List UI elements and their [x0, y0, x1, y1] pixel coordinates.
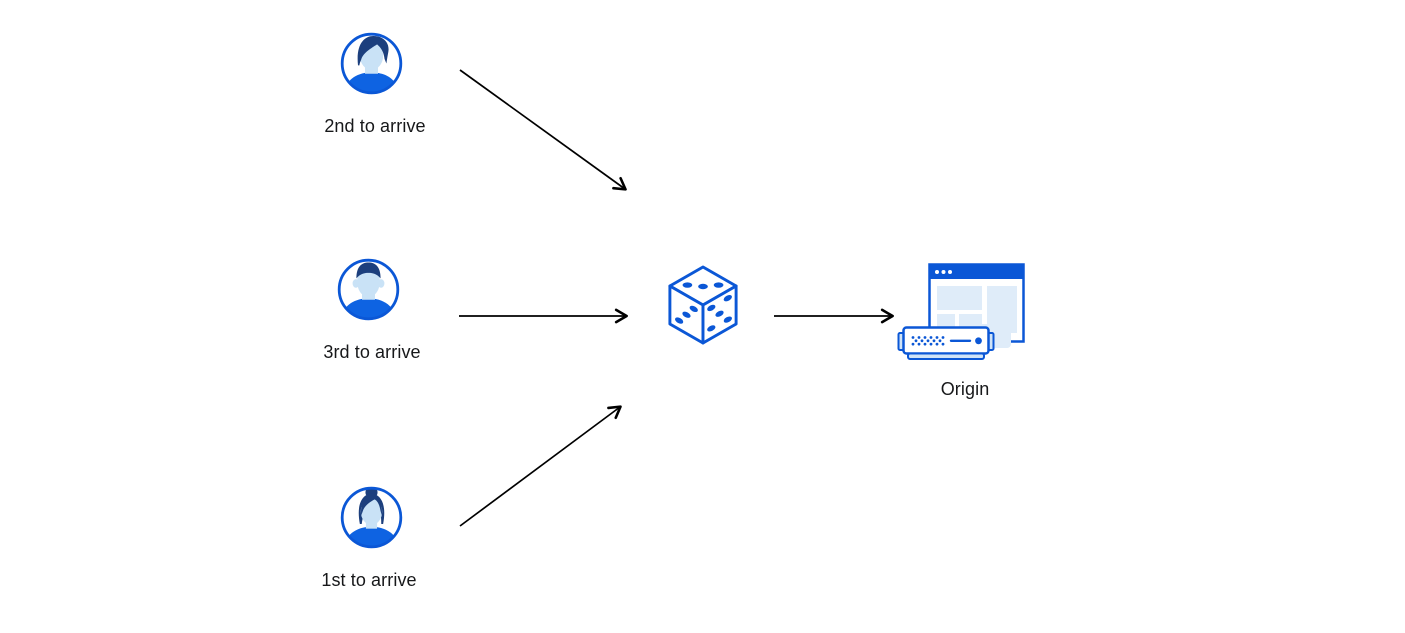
man-swept-hair-avatar-icon — [340, 32, 403, 95]
origin-server-icon — [897, 263, 1025, 360]
randomizer-node — [666, 264, 740, 351]
visitor-node-2nd — [338, 30, 405, 102]
woman-bun-avatar-icon — [340, 486, 403, 549]
visitor-label-2nd: 2nd to arrive — [324, 116, 426, 136]
visitor-node-1st — [338, 484, 405, 556]
man-short-hair-avatar-icon — [337, 258, 400, 321]
visitor-node-3rd — [335, 256, 402, 328]
arrow-visitor-1st-to-randomizer — [459, 405, 622, 527]
arrow-visitor-2nd-to-randomizer — [459, 69, 627, 191]
origin-node — [896, 260, 1028, 369]
dice-icon — [668, 265, 738, 345]
visitor-label-1st: 1st to arrive — [321, 570, 417, 590]
visitor-label-3rd: 3rd to arrive — [323, 342, 421, 362]
origin-label: Origin — [940, 379, 990, 399]
